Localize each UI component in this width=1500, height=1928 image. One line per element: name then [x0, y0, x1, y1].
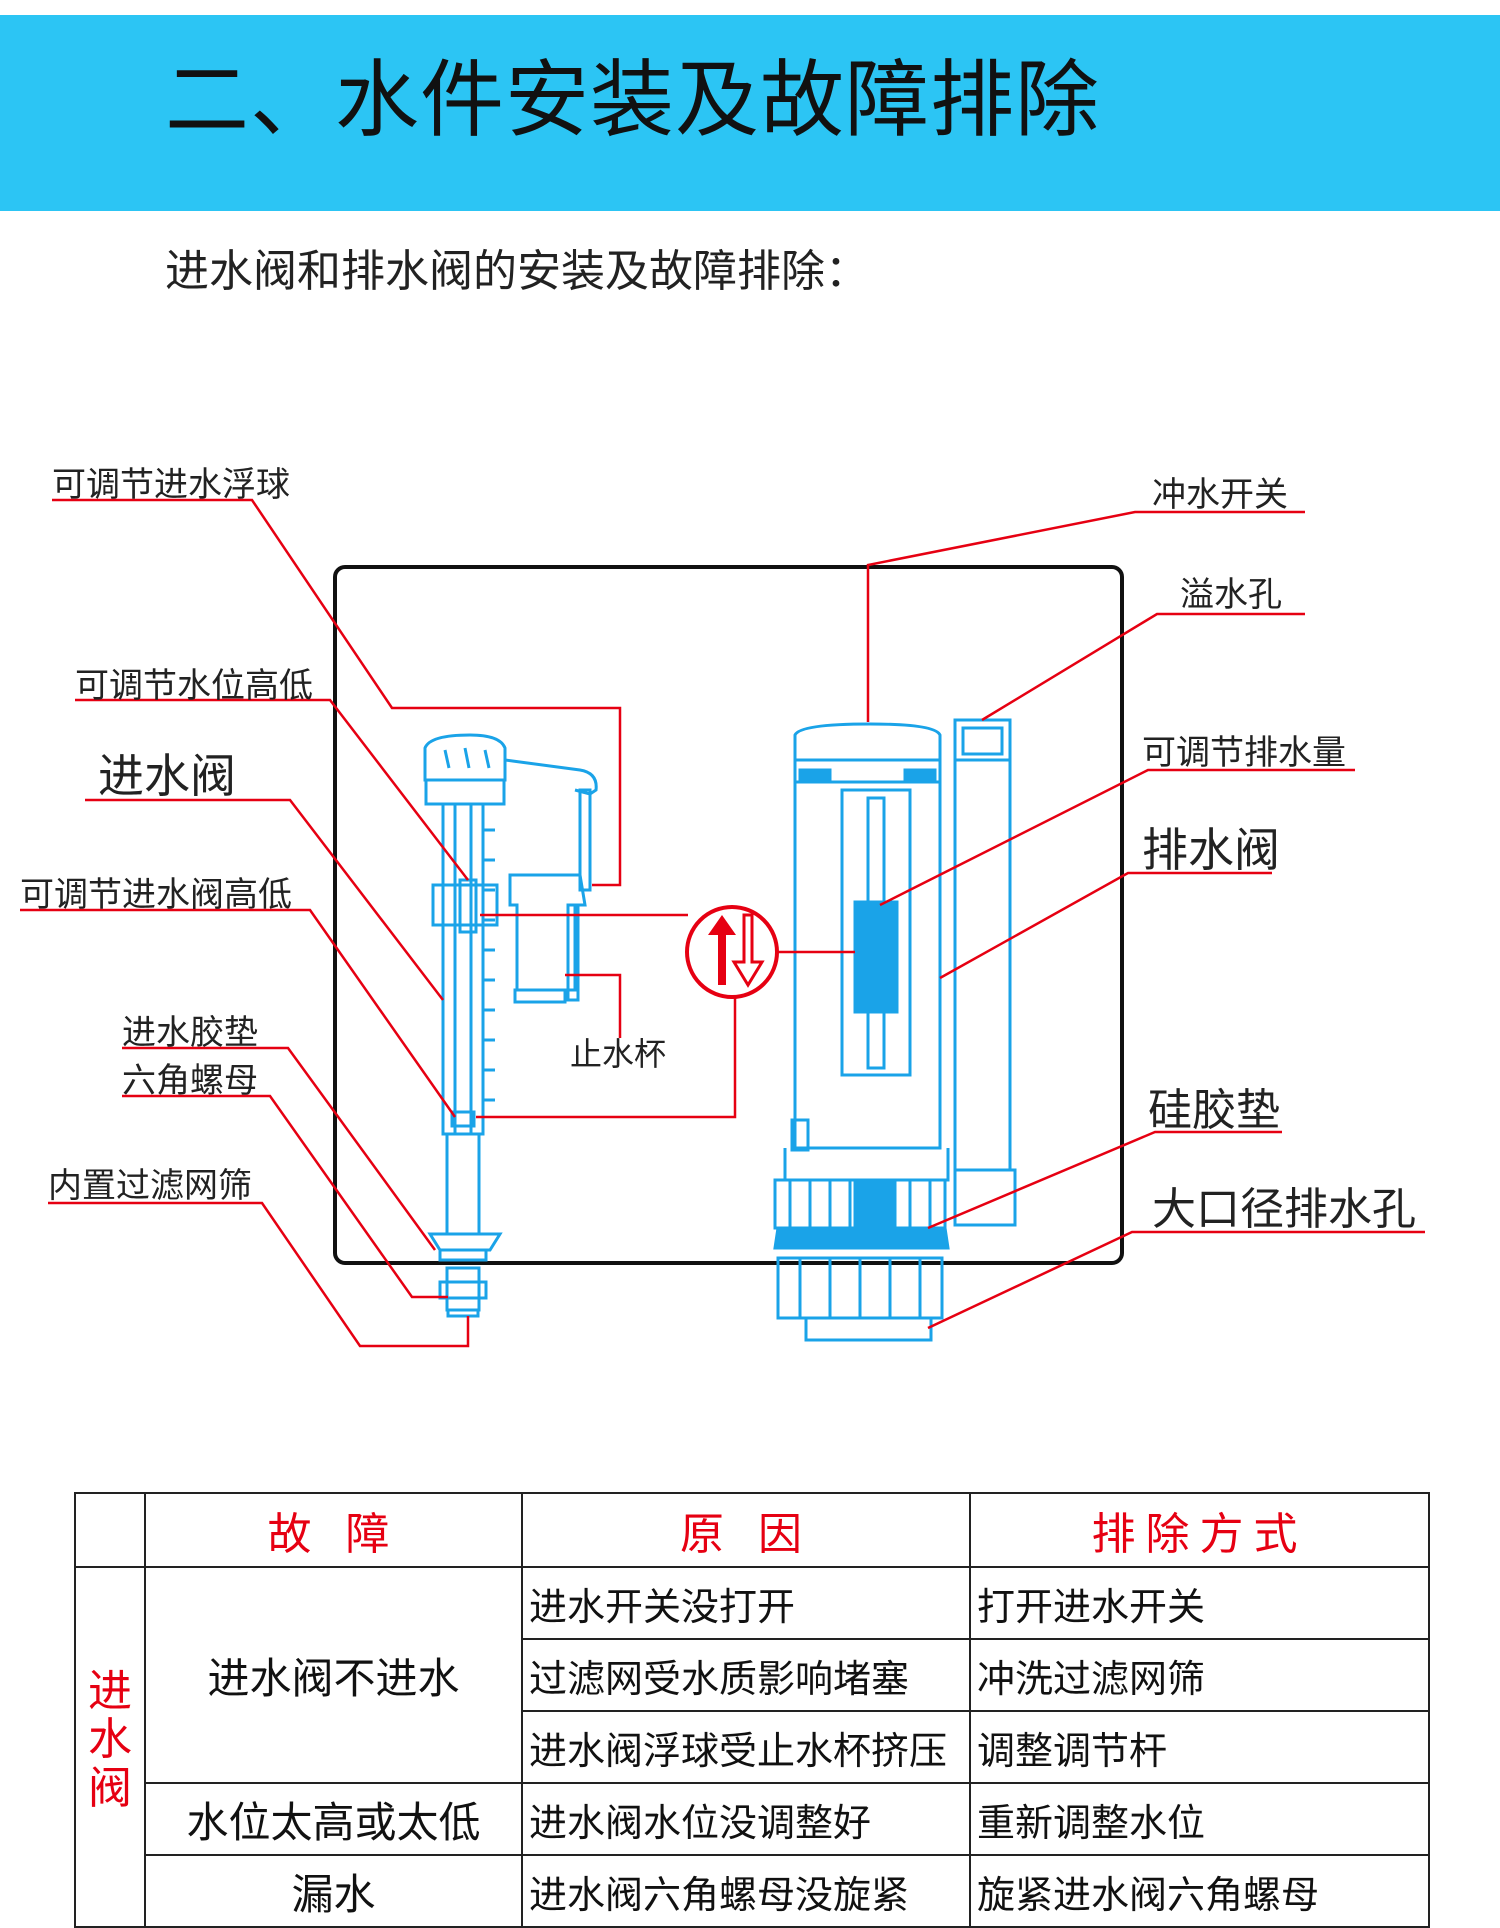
reason-cell: 过滤网受水质影响堵塞: [521, 1638, 971, 1712]
table-row: 进水阀浮球受止水杯挤压 调整调节杆: [75, 1710, 1430, 1784]
label-filter: 内置过滤网筛: [48, 1166, 252, 1206]
troubleshooting-table: 故 障 原 因 排除方式 进水阀 进水阀不进水 进水开关没打开 打开进水开关 过…: [74, 1492, 1430, 1928]
header-reason: 原 因: [521, 1492, 971, 1568]
label-silicone-gasket: 硅胶垫: [1148, 1085, 1280, 1136]
leader-lines: [20, 498, 1425, 1348]
category-label: 进水阀: [88, 1666, 132, 1814]
reason-cell: 进水开关没打开: [521, 1566, 971, 1640]
fix-cell: 打开进水开关: [969, 1566, 1430, 1640]
page-subtitle: 进水阀和排水阀的安装及故障排除：: [165, 246, 869, 297]
label-flush-switch: 冲水开关: [1152, 475, 1288, 515]
fix-cell: 旋紧进水阀六角螺母: [969, 1854, 1430, 1928]
header-fix: 排除方式: [969, 1492, 1430, 1568]
fix-cell: 重新调整水位: [969, 1782, 1430, 1856]
label-drain-valve: 排水阀: [1142, 823, 1280, 877]
reason-cell: 进水阀浮球受止水杯挤压: [521, 1710, 971, 1784]
header-banner: [0, 15, 1500, 211]
label-inlet-valve: 进水阀: [98, 749, 236, 803]
drain-valve-illustration: [773, 718, 1017, 1342]
table-header-row: 故 障 原 因 排除方式: [74, 1492, 1430, 1568]
reason-cell: 进水阀六角螺母没旋紧: [521, 1854, 971, 1928]
up-down-arrows-icon: [685, 905, 779, 999]
header-blank: [74, 1492, 146, 1568]
fault-cell: 漏水: [144, 1854, 523, 1928]
label-drain-hole: 大口径排水孔: [1152, 1184, 1416, 1235]
table-row: 进水阀 进水阀不进水 进水开关没打开 打开进水开关: [74, 1566, 1430, 1928]
table-row: 过滤网受水质影响堵塞 冲洗过滤网筛: [75, 1638, 1430, 1712]
tank-frame: [333, 565, 1124, 1265]
category-cell: 进水阀: [74, 1566, 146, 1928]
fix-cell: 调整调节杆: [969, 1710, 1430, 1784]
label-inlet-height: 可调节进水阀高低: [20, 875, 292, 915]
fault-cell: 进水阀不进水: [144, 1566, 523, 1784]
table-row: 水位太高或太低 进水阀水位没调整好 重新调整水位: [75, 1782, 1430, 1856]
label-flush-volume: 可调节排水量: [1142, 733, 1346, 773]
label-float: 可调节进水浮球: [52, 465, 290, 505]
table-row: 漏水 进水阀六角螺母没旋紧 旋紧进水阀六角螺母: [75, 1854, 1430, 1928]
label-hex-nut: 六角螺母: [122, 1061, 258, 1101]
label-overflow: 溢水孔: [1180, 575, 1282, 615]
inlet-valve-illustration: [423, 733, 598, 1318]
label-inlet-gasket: 进水胶垫: [122, 1013, 258, 1053]
reason-cell: 进水阀水位没调整好: [521, 1782, 971, 1856]
header-fault: 故 障: [144, 1492, 523, 1568]
label-stop-cup: 止水杯: [570, 1035, 666, 1073]
label-water-level: 可调节水位高低: [75, 666, 313, 706]
fault-cell: 水位太高或太低: [144, 1782, 523, 1856]
troubleshooting-table-wrap: 故 障 原 因 排除方式 进水阀 进水阀不进水 进水开关没打开 打开进水开关 过…: [74, 1492, 1430, 1928]
page-title: 二、水件安装及故障排除: [165, 51, 1101, 149]
fix-cell: 冲洗过滤网筛: [969, 1638, 1430, 1712]
